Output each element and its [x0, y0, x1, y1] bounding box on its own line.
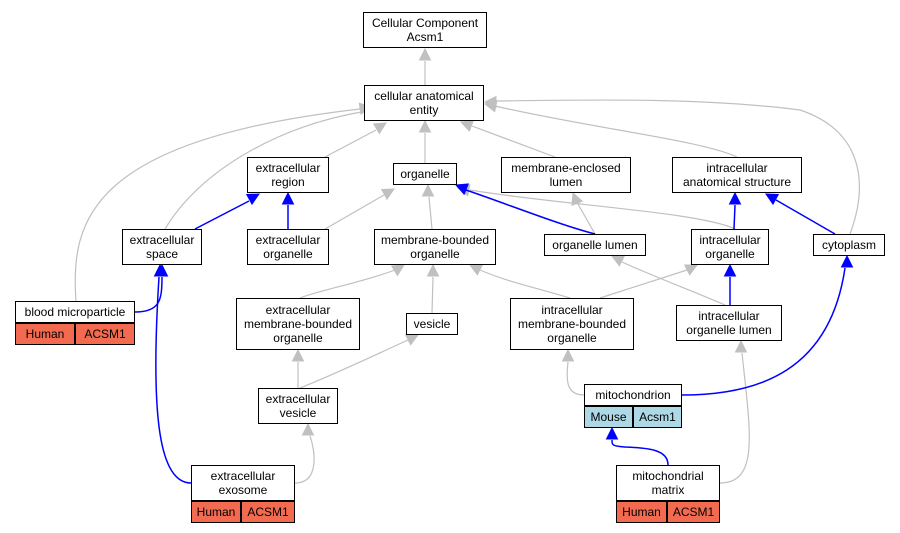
node-blood-microparticle[interactable]: blood microparticle [15, 301, 135, 323]
species-tag-human: Human [15, 323, 75, 345]
node-cellular-anatomical-entity[interactable]: cellular anatomical entity [364, 85, 484, 121]
node-vesicle[interactable]: vesicle [406, 313, 458, 335]
node-membrane-bounded-organelle[interactable]: membrane-bounded organelle [374, 229, 496, 265]
edge-ecv-embo [291, 348, 305, 388]
edge-cyt-cae [483, 95, 860, 235]
edge-bmp-cae [74, 102, 373, 302]
edge-io-ias [728, 191, 742, 230]
node-intracellular-anatomical-structure[interactable]: intracellular anatomical structure [672, 157, 802, 193]
gene-tag: ACSM1 [667, 501, 720, 523]
edge-eco-org [324, 188, 395, 230]
species-tag-human: Human [191, 501, 241, 523]
node-extracellular-space[interactable]: extracellular space [122, 229, 202, 265]
edge-imbo-io [599, 264, 699, 299]
edge-mito-imbo [561, 348, 585, 396]
edge-orgl-org [454, 183, 596, 235]
node-extracellular-membrane-bounded-organelle[interactable]: extracellular membrane-bounded organelle [236, 298, 360, 350]
edge-ecx-ecv [294, 422, 315, 484]
edge-ecx-ecs [153, 263, 192, 484]
edge-mmx-iol [719, 339, 750, 484]
edge-iol-io [723, 263, 737, 305]
node-cellular-component[interactable]: Cellular Component Acsm1 [363, 12, 487, 48]
node-extracellular-region[interactable]: extracellular region [247, 157, 329, 193]
gene-tag: ACSM1 [75, 323, 135, 345]
edge-mel-cae [459, 120, 556, 158]
node-mitochondrion[interactable]: mitochondrion [584, 384, 682, 406]
edge-ecv-ves [299, 334, 420, 389]
gene-tag: Acsm1 [633, 406, 682, 428]
edge-cyt-ias [765, 193, 836, 235]
node-cytoplasm[interactable]: cytoplasm [813, 234, 885, 256]
edge-ias-cae [483, 100, 738, 158]
node-extracellular-vesicle[interactable]: extracellular vesicle [258, 388, 338, 424]
species-tag-mouse: Mouse [584, 406, 633, 428]
node-membrane-enclosed-lumen[interactable]: membrane-enclosed lumen [501, 157, 631, 193]
edge-orgl-mel [571, 191, 596, 235]
edge-ecr-cae [324, 122, 387, 158]
node-organelle-lumen[interactable]: organelle lumen [544, 234, 646, 256]
edge-org-cae [418, 119, 432, 163]
edge-ecs-ecr [194, 193, 260, 230]
edge-imbo-mbo [468, 264, 571, 299]
edge-eco-ecr [281, 191, 295, 229]
edge-iol-orgl [610, 255, 726, 306]
edge-mmx-mito [605, 426, 669, 466]
node-intracellular-membrane-bounded-organelle[interactable]: intracellular membrane-bounded organelle [510, 298, 634, 350]
node-organelle[interactable]: organelle [393, 163, 457, 185]
node-mitochondrial-matrix[interactable]: mitochondrial matrix [616, 465, 720, 501]
edge-mito-cyt [681, 254, 854, 396]
node-extracellular-organelle[interactable]: extracellular organelle [247, 229, 329, 265]
edge-mbo-org [421, 183, 435, 230]
edge-cae-root [418, 47, 432, 85]
edge-embo-mbo [299, 264, 405, 299]
node-extracellular-exosome[interactable]: extracellular exosome [191, 465, 295, 501]
node-intracellular-organelle-lumen[interactable]: intracellular organelle lumen [676, 305, 782, 341]
node-intracellular-organelle[interactable]: intracellular organelle [691, 229, 769, 265]
gene-tag: ACSM1 [241, 501, 295, 523]
species-tag-human: Human [616, 501, 667, 523]
edge-ves-mbo [426, 263, 440, 314]
